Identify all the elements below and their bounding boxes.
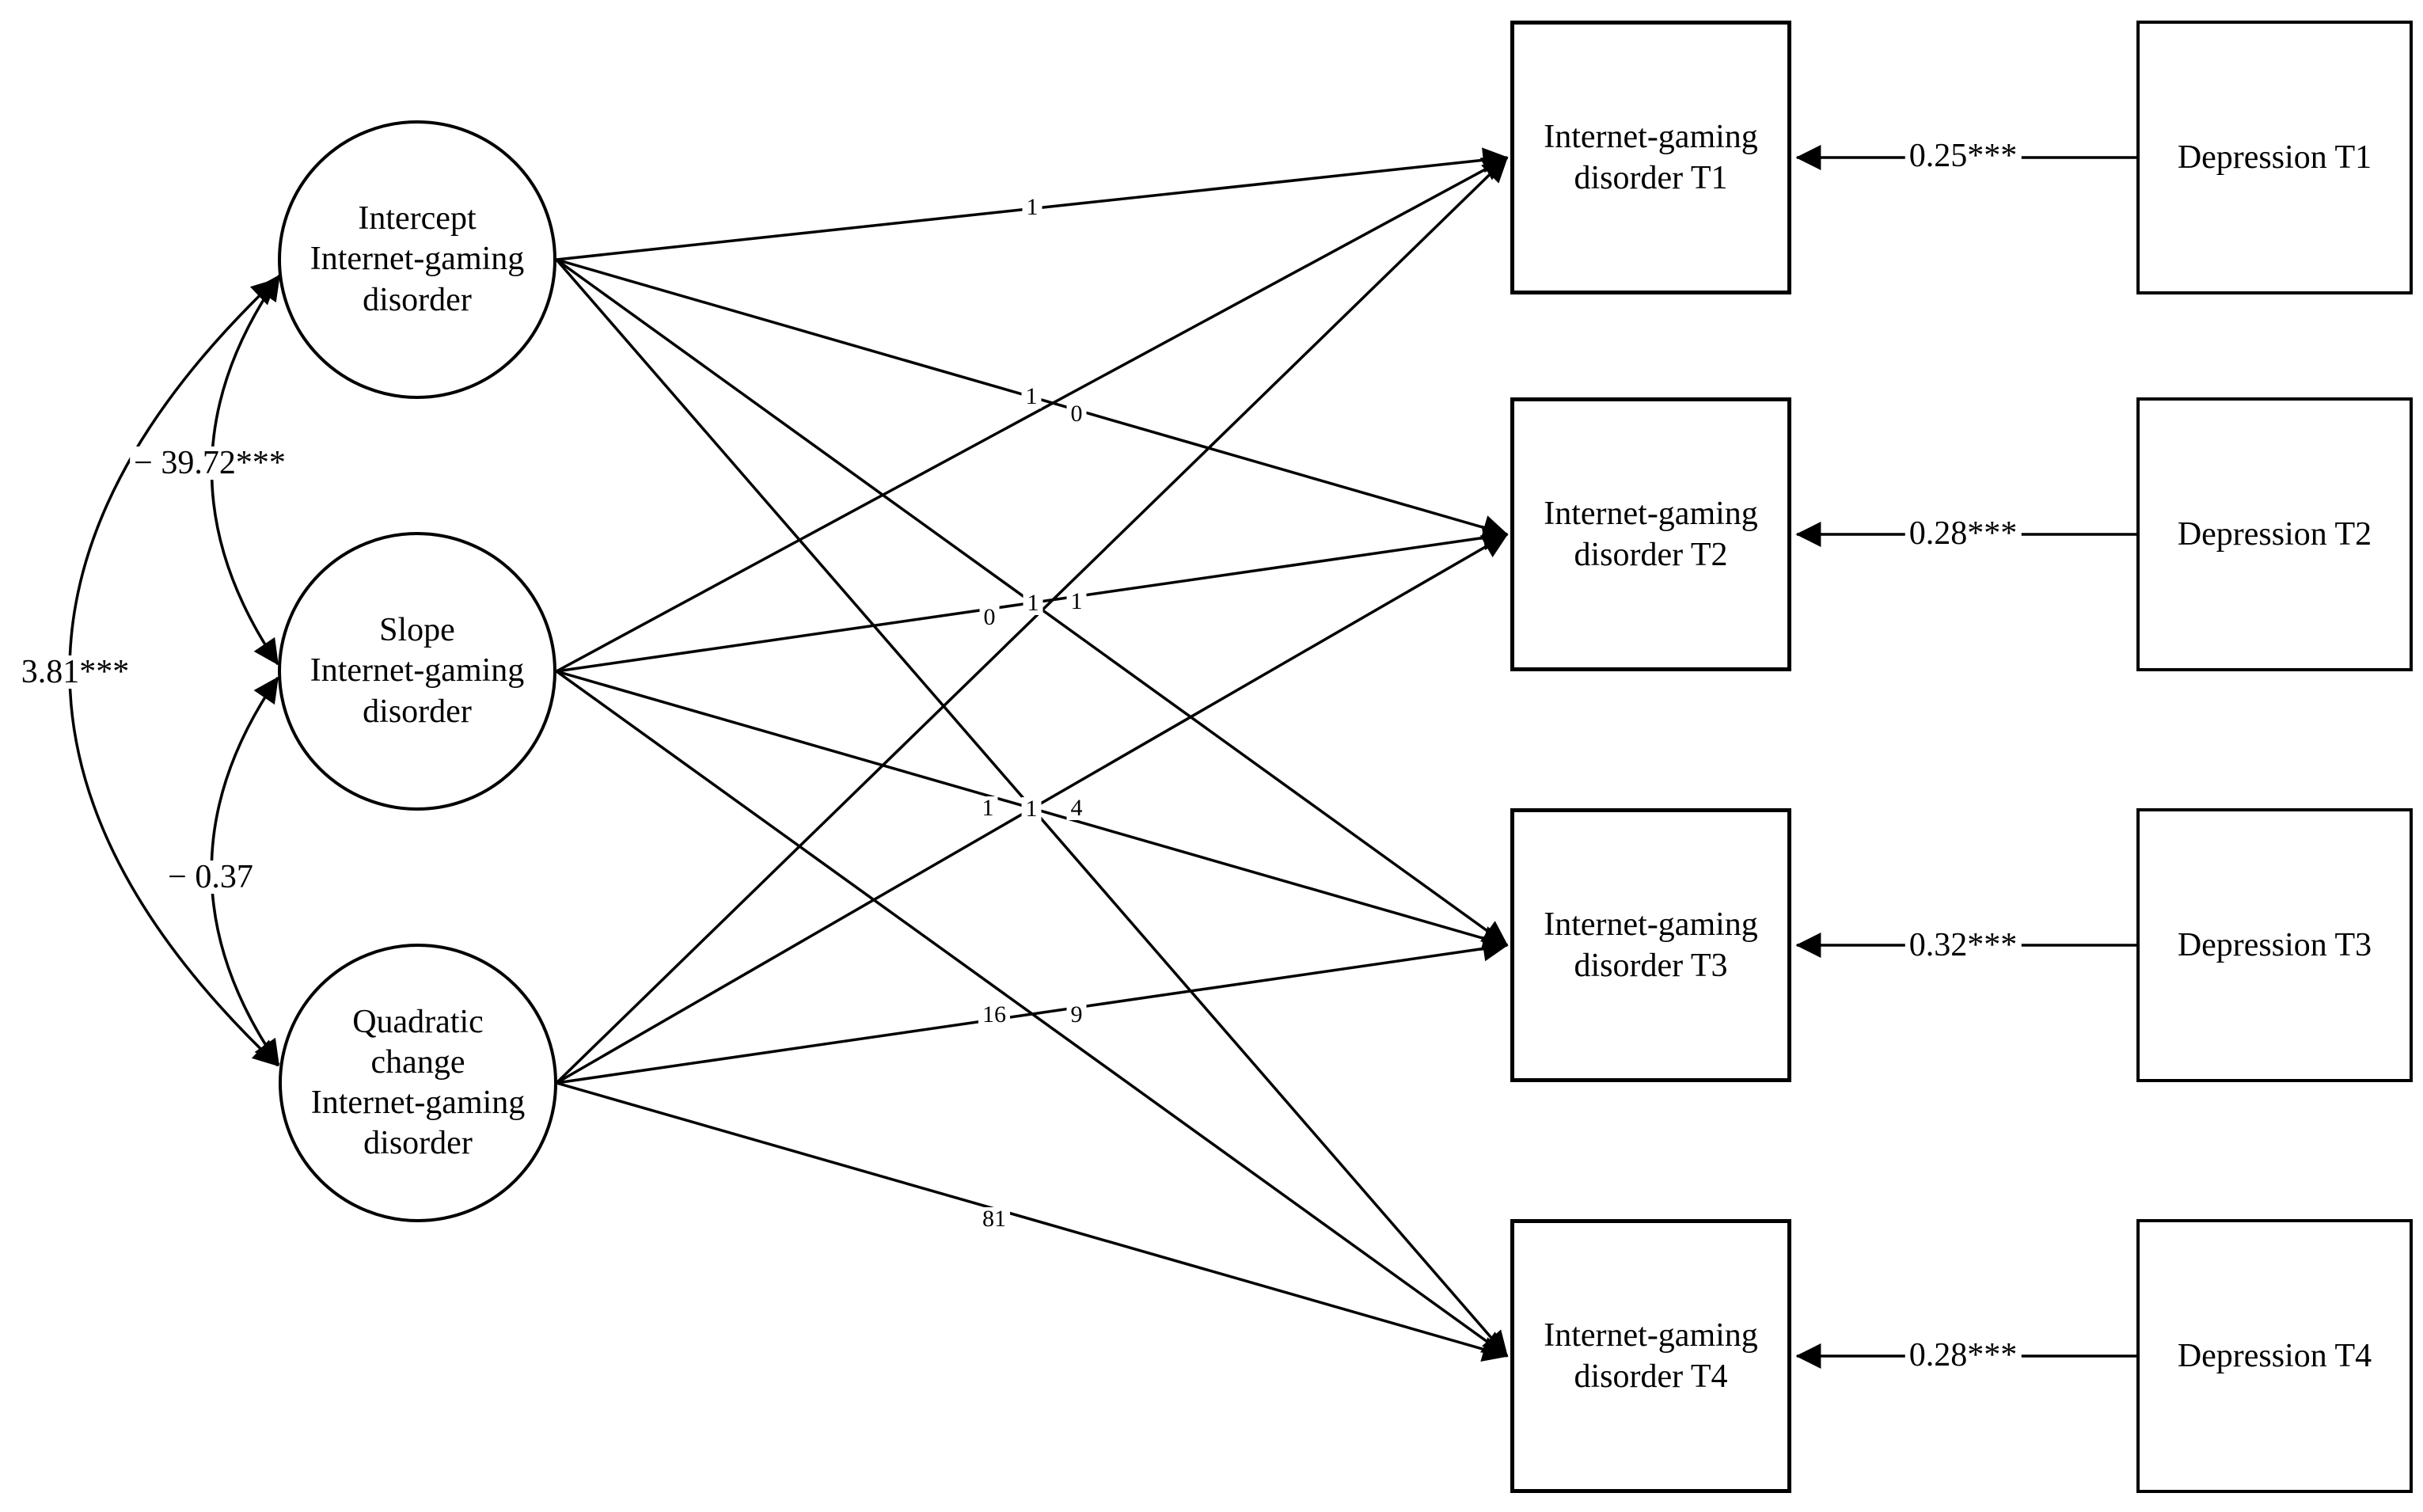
loading-label-quadratic-t4: 81: [978, 1207, 1010, 1231]
loading-arrow-quadratic-t4: [556, 1081, 1509, 1362]
coefficient-label-depression-t2: 0.28***: [1905, 517, 2022, 550]
loading-label-slope-t2: 1: [1066, 590, 1087, 614]
indicator-box-igd-t1: Internet-gaming disorder T1: [1510, 21, 1791, 294]
loading-arrow-quadratic-t1: [555, 156, 1509, 1085]
predictor-box-depression-t2: Depression T2: [2136, 397, 2413, 671]
latent-circle-quadratic: Quadratic change Internet-gaming disorde…: [279, 944, 557, 1222]
covariance-label-intercept-quadratic: 3.81***: [17, 655, 134, 689]
loading-label-intercept-t4: 1: [978, 796, 998, 820]
loading-label-slope-t1: 0: [1066, 402, 1087, 426]
latent-circle-intercept: Intercept Internet-gaming disorder: [278, 120, 556, 399]
loading-arrow-quadratic-t3: [556, 936, 1509, 1085]
loading-label-slope-t3: 4: [1066, 796, 1087, 820]
predictor-box-depression-t3: Depression T3: [2136, 808, 2413, 1082]
indicator-box-igd-t3: Internet-gaming disorder T3: [1510, 808, 1791, 1082]
loading-label-quadratic-t3: 16: [978, 1003, 1010, 1027]
predictor-box-depression-t4: Depression T4: [2136, 1219, 2413, 1493]
latent-circle-slope: Slope Internet-gaming disorder: [278, 532, 556, 811]
coefficient-label-depression-t1: 0.25***: [1905, 139, 2022, 173]
predictor-box-depression-t1: Depression T1: [2136, 21, 2413, 294]
loading-label-slope-t4: 9: [1066, 1003, 1087, 1027]
loading-label-intercept-t2: 1: [1021, 385, 1042, 408]
loading-arrow-slope-t1: [556, 156, 1509, 673]
loading-label-quadratic-t2: 1: [1021, 797, 1042, 821]
loading-label-quadratic-t1: 0: [979, 606, 1000, 629]
covariance-label-intercept-slope: − 39.72***: [130, 446, 290, 480]
coefficient-label-depression-t4: 0.28***: [1905, 1339, 2022, 1372]
coefficient-label-depression-t3: 0.32***: [1905, 929, 2022, 962]
loading-label-intercept-t3: 1: [1023, 591, 1043, 615]
indicator-box-igd-t2: Internet-gaming disorder T2: [1510, 397, 1791, 671]
loading-label-intercept-t1: 1: [1022, 196, 1042, 219]
indicator-box-igd-t4: Internet-gaming disorder T4: [1510, 1219, 1791, 1493]
covariance-label-slope-quadratic: − 0.37: [164, 860, 257, 894]
